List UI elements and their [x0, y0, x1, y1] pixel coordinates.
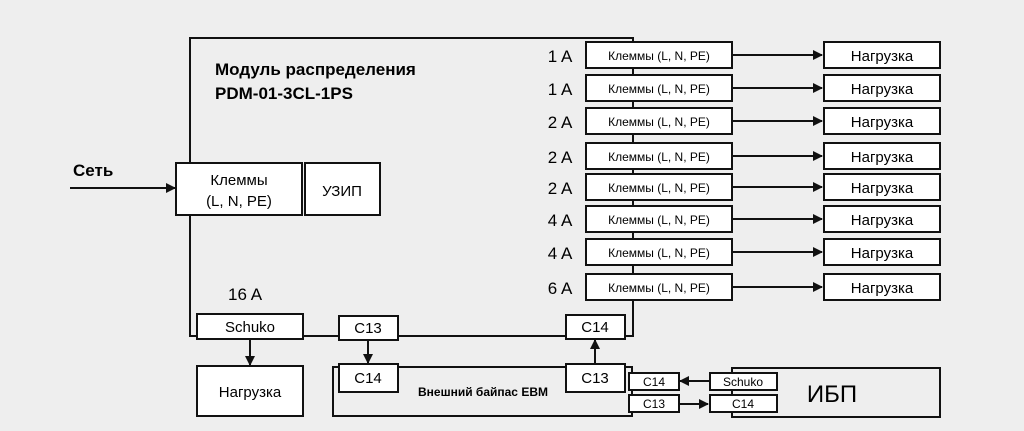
load-box [823, 238, 941, 266]
bypass-box [332, 366, 633, 417]
output-current: 4 A [548, 211, 573, 230]
output-terminal-label: Клеммы (L, N, PE) [608, 82, 710, 96]
output-terminal-box [585, 205, 733, 233]
c13-in-box [565, 363, 626, 393]
output-terminal-label: Клеммы (L, N, PE) [608, 181, 710, 195]
input-terminals-box [175, 162, 303, 216]
load-label: Нагрузка [851, 48, 914, 65]
ups-schuko-box [709, 372, 778, 391]
output-terminal-label: Клеммы (L, N, PE) [608, 150, 710, 164]
ups-c14-label: C14 [732, 397, 754, 411]
output-terminal-label: Клеммы (L, N, PE) [608, 213, 710, 227]
ups-label: ИБП [807, 381, 857, 408]
output-terminal-label: Клеммы (L, N, PE) [608, 49, 710, 63]
surge-box [304, 162, 381, 216]
load-label: Нагрузка [851, 180, 914, 197]
input-terminals-line1: Клеммы [210, 172, 267, 189]
schuko-current: 16 A [228, 285, 263, 304]
bypass-label: Внешний байпас EBM [418, 385, 548, 399]
output-terminal-box [585, 273, 733, 301]
schuko-label: Schuko [225, 319, 275, 336]
ups-c14-box [709, 394, 778, 413]
load-label: Нагрузка [851, 212, 914, 229]
output-terminal-box [585, 173, 733, 201]
output-current: 4 A [548, 244, 573, 263]
output-current: 2 A [548, 148, 573, 167]
load-box [823, 107, 941, 135]
output-current: 1 A [548, 80, 573, 99]
input-terminals-line2: (L, N, PE) [206, 193, 272, 210]
c14-side-label: C14 [643, 375, 665, 389]
c14-top-label: C14 [581, 319, 609, 336]
load-label: Нагрузка [851, 280, 914, 297]
load-label: Нагрузка [851, 149, 914, 166]
output-terminal-label: Клеммы (L, N, PE) [608, 115, 710, 129]
load-box [823, 273, 941, 301]
ups-box [731, 367, 941, 418]
output-terminal-label: Клеммы (L, N, PE) [608, 246, 710, 260]
c13-in-label: C13 [581, 370, 609, 387]
output-terminal-label: Клеммы (L, N, PE) [608, 281, 710, 295]
load-box [823, 74, 941, 102]
load-box [823, 41, 941, 69]
output-rows: 1 A Клеммы (L, N, PE) Нагрузка 1 A Клеммы (L… [548, 41, 941, 301]
c14-in-label: C14 [354, 370, 382, 387]
load-box [823, 205, 941, 233]
schuko-load-label: Нагрузка [219, 384, 282, 401]
output-terminal-box [585, 107, 733, 135]
load-box [823, 142, 941, 170]
c14-in-box [338, 363, 399, 393]
output-current: 6 A [548, 279, 573, 298]
schuko-load-box [196, 365, 304, 417]
load-label: Нагрузка [851, 114, 914, 131]
output-current: 2 A [548, 179, 573, 198]
load-box [823, 173, 941, 201]
c13-top-label: C13 [354, 320, 382, 337]
module-model: PDM-01-3CL-1PS [215, 84, 353, 103]
module-title: Модуль распределения [215, 60, 416, 79]
output-current: 1 A [548, 47, 573, 66]
input-label: Сеть [73, 161, 113, 180]
schuko-box [196, 313, 304, 340]
output-current: 2 A [548, 113, 573, 132]
ups-schuko-label: Schuko [723, 375, 763, 389]
output-terminal-box [585, 41, 733, 69]
load-label: Нагрузка [851, 81, 914, 98]
load-label: Нагрузка [851, 245, 914, 262]
surge-label: УЗИП [322, 183, 362, 200]
c13-side-label: C13 [643, 397, 665, 411]
